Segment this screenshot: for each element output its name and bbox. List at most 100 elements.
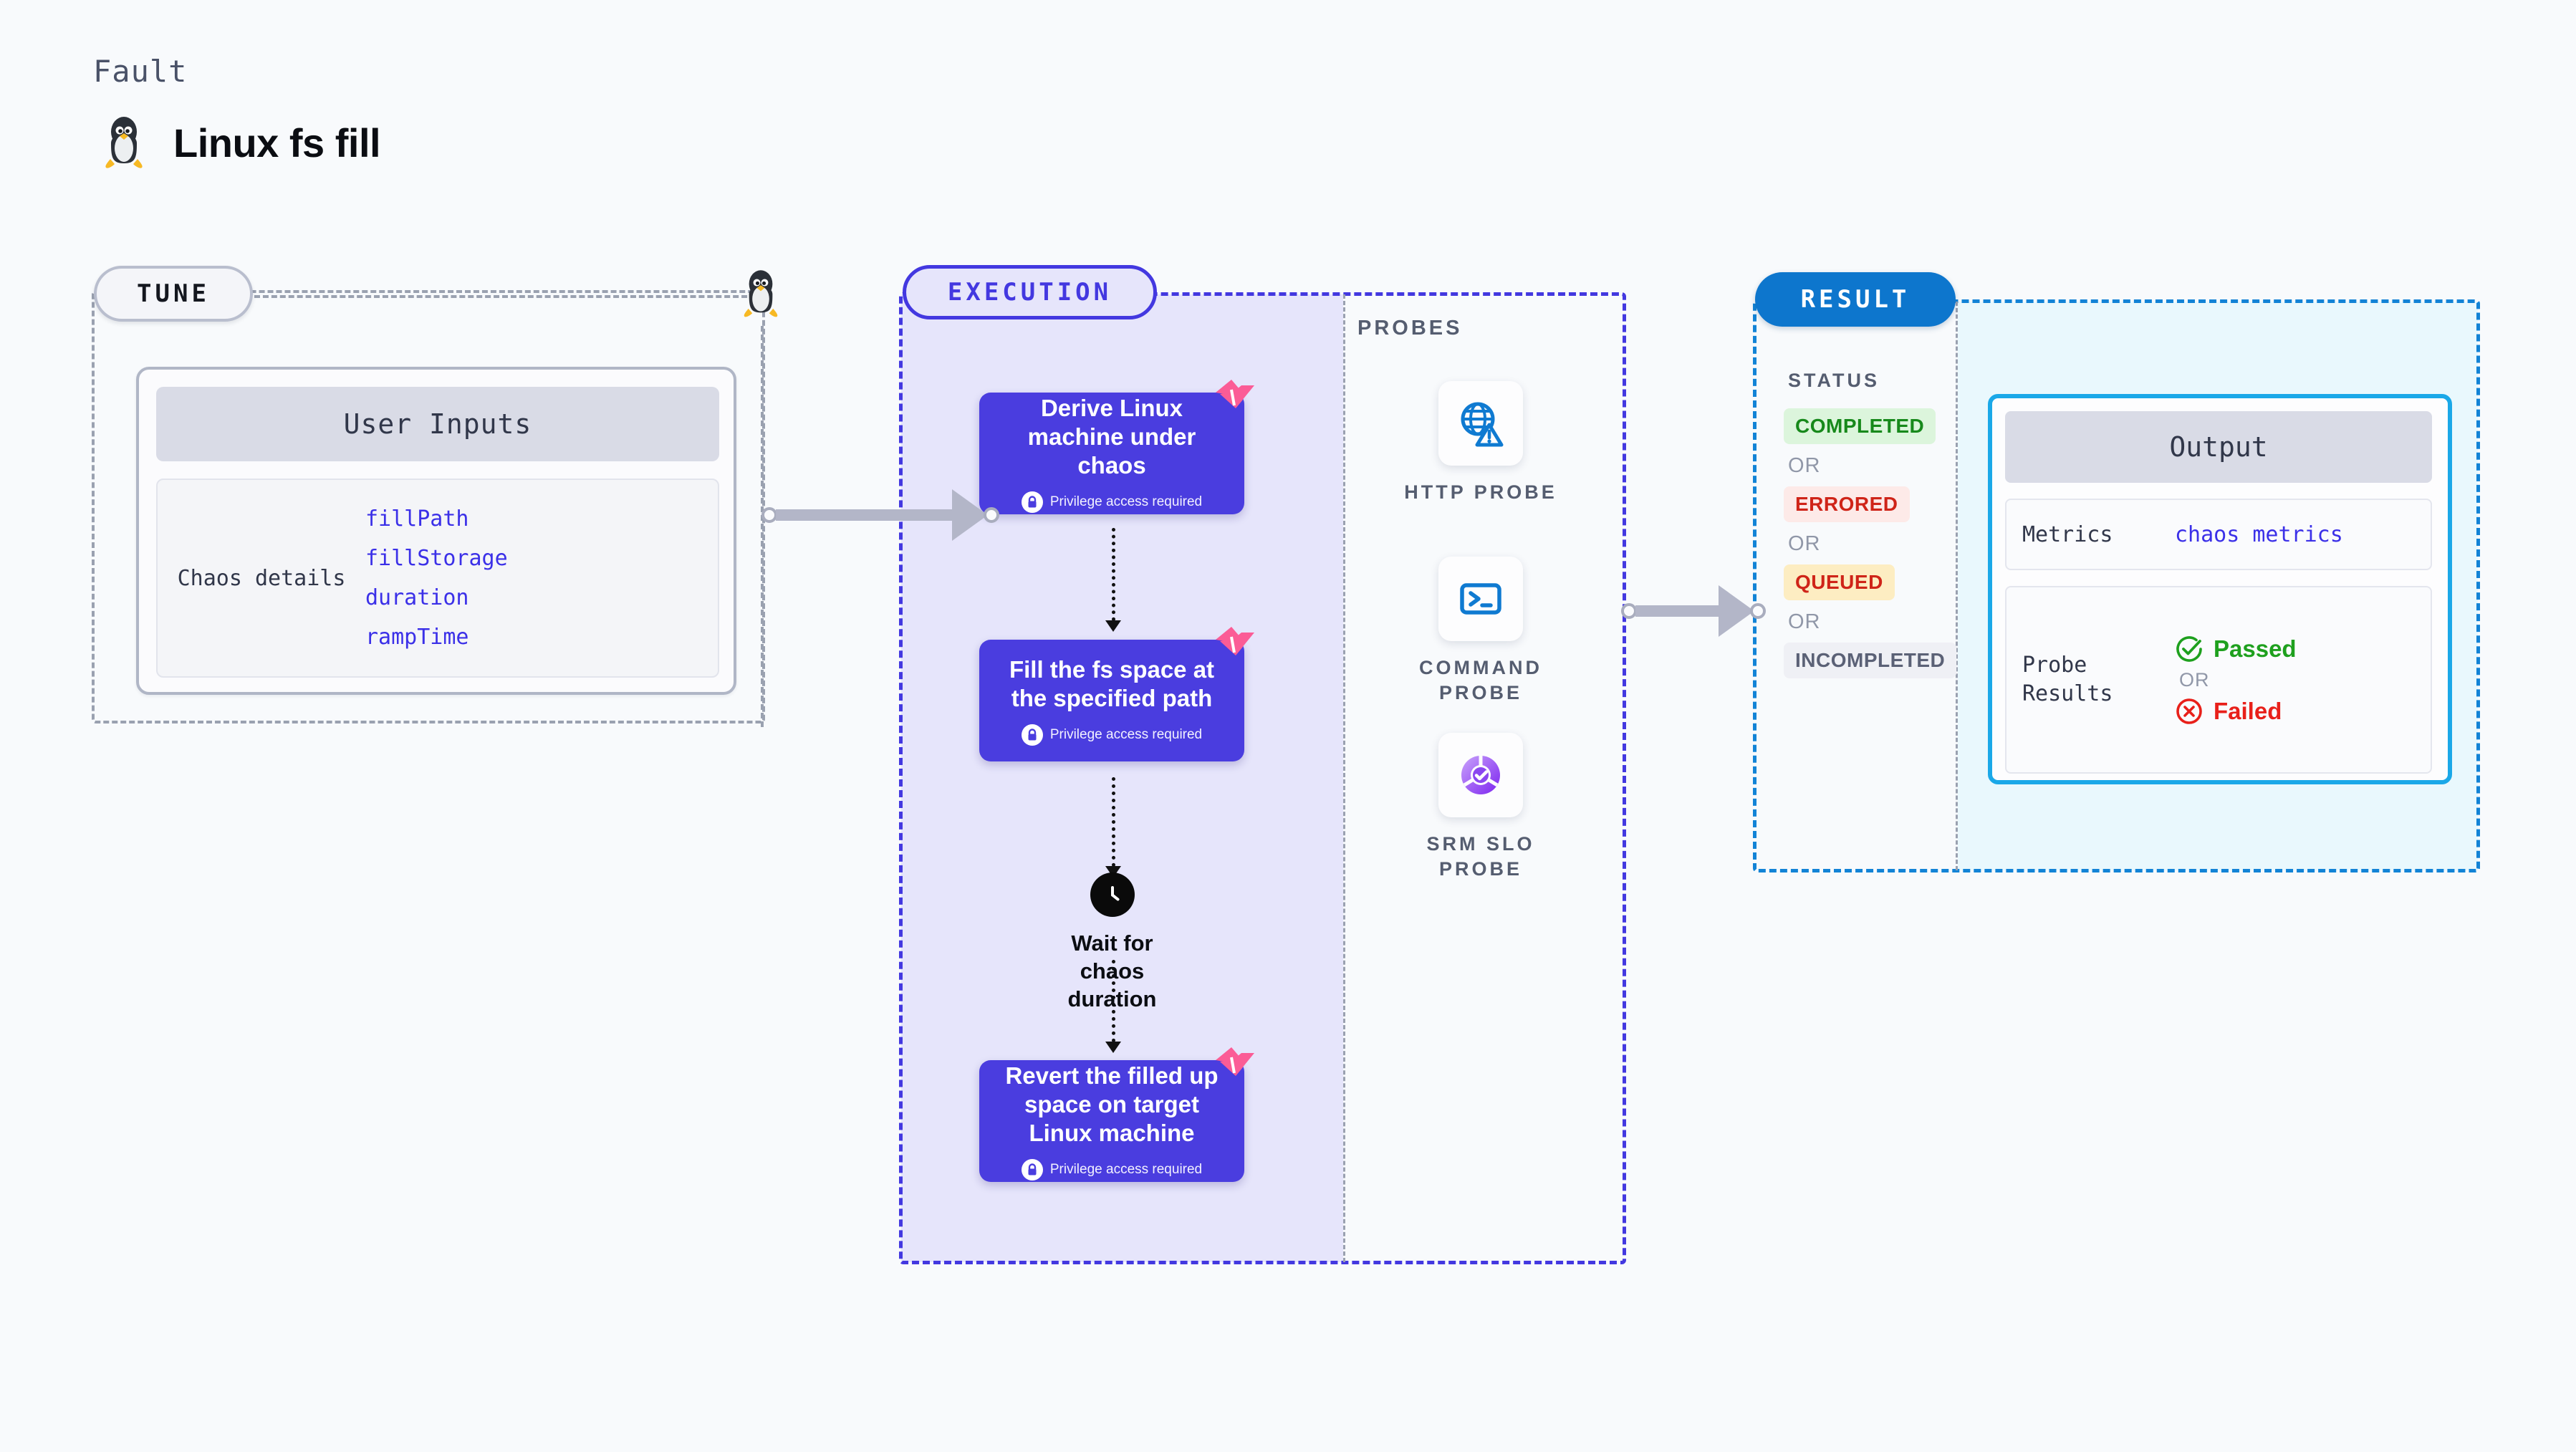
metrics-value[interactable]: chaos metrics	[2175, 521, 2343, 547]
chaos-params-list: fillPath fillStorage duration rampTime	[365, 506, 508, 650]
metrics-label: Metrics	[2022, 521, 2113, 547]
user-inputs-header: User Inputs	[156, 387, 719, 461]
privilege-badge: Privilege access required	[1021, 1159, 1203, 1181]
litmus-flag-icon	[1216, 1047, 1254, 1076]
status-or-3: OR	[1788, 610, 1821, 633]
passed-label: Passed	[2214, 635, 2297, 662]
probe-result-passed: Passed	[2175, 635, 2297, 663]
check-circle-icon	[2176, 635, 2202, 662]
result-stage-container	[1753, 299, 2480, 872]
wait-to-step-3-arrow	[1105, 960, 1121, 1053]
dotted-line	[1111, 777, 1115, 867]
wait-for-chaos-duration-node: Wait for chaos duration	[1039, 872, 1186, 1013]
step-title: Revert the filled up space on target Lin…	[1005, 1062, 1219, 1147]
slo-donut-check-icon	[1438, 733, 1523, 817]
probe-label: HTTP PROBE	[1404, 481, 1557, 503]
chaos-details-label: Chaos details	[177, 565, 346, 591]
connector-end-dot	[1750, 603, 1766, 619]
user-inputs-title: User Inputs	[343, 408, 532, 440]
status-list: COMPLETED OR ERRORED OR QUEUED OR INCOMP…	[1784, 408, 1957, 678]
probe-results-row: Probe Results Passed OR Failed	[2005, 586, 2432, 774]
fault-title-row: Linux fs fill	[100, 115, 381, 170]
connector-shaft	[1635, 605, 1721, 617]
chaos-details-block: Chaos details fillPath fillStorage durat…	[156, 479, 719, 678]
execution-step-revert-space[interactable]: Revert the filled up space on target Lin…	[979, 1047, 1254, 1182]
connector-start-dot	[761, 507, 777, 523]
tune-stage-container	[92, 290, 765, 723]
globe-warning-icon	[1438, 381, 1523, 466]
execution-step-derive-machine[interactable]: Derive Linux machine under chaos Privile…	[979, 380, 1254, 514]
execution-step-fill-fs-space[interactable]: Fill the fs space at the specified path …	[979, 627, 1254, 761]
execution-to-result-arrow	[1621, 585, 1766, 637]
wait-node-label: Wait for chaos duration	[1067, 931, 1157, 1011]
dotted-line	[1111, 960, 1115, 1042]
tune-target-dashed-line	[761, 326, 764, 727]
chaos-param-fillpath[interactable]: fillPath	[365, 506, 469, 532]
litmus-flag-icon	[1216, 627, 1254, 655]
failed-label: Failed	[2214, 697, 2282, 724]
probe-results-label: Probe Results	[2022, 652, 2113, 707]
connector-shaft	[776, 509, 955, 521]
status-badge-errored: ERRORED	[1784, 486, 1910, 522]
tune-badge-label: TUNE	[137, 279, 210, 308]
arrow-tip	[1105, 620, 1121, 632]
x-circle-icon	[2176, 698, 2202, 724]
tune-connector-dashed-line	[254, 295, 756, 298]
probe-http[interactable]: HTTP PROBE	[1398, 381, 1563, 505]
step-title: Derive Linux machine under chaos	[1027, 394, 1196, 479]
probe-result-or: OR	[2179, 668, 2210, 691]
output-header: Output	[2005, 411, 2432, 483]
status-badge-incompleted: INCOMPLETED	[1784, 643, 1957, 678]
probes-section-title: PROBES	[1357, 317, 1463, 340]
execution-probes-container	[899, 292, 1626, 1264]
connector-arrowhead	[1719, 585, 1754, 637]
lock-icon	[1021, 1159, 1043, 1181]
privilege-label: Privilege access required	[1049, 1162, 1203, 1178]
output-title: Output	[2169, 431, 2268, 463]
probe-srm-slo[interactable]: SRM SLO PROBE	[1398, 733, 1563, 882]
execution-badge-label: EXECUTION	[947, 278, 1112, 307]
status-section-title: STATUS	[1788, 370, 1880, 391]
tune-to-execution-arrow	[761, 489, 999, 541]
status-or-1: OR	[1788, 454, 1821, 477]
privilege-badge: Privilege access required	[1021, 491, 1203, 514]
result-status-divider	[1956, 302, 1958, 870]
step-2-to-wait-arrow	[1105, 777, 1121, 878]
tune-stage-badge[interactable]: TUNE	[94, 266, 253, 322]
execution-probes-divider	[1343, 294, 1345, 1262]
step-title: Fill the fs space at the specified path	[1009, 655, 1215, 711]
probe-results-values: Passed OR Failed	[2175, 635, 2297, 726]
lock-icon	[1021, 491, 1043, 514]
linux-penguin-icon	[100, 115, 148, 170]
status-badge-completed: COMPLETED	[1784, 408, 1936, 444]
page-title: Linux fs fill	[173, 120, 381, 165]
status-or-2: OR	[1788, 532, 1821, 555]
probe-label: SRM SLO PROBE	[1426, 833, 1535, 880]
arrow-tip	[1105, 1042, 1121, 1053]
privilege-label: Privilege access required	[1049, 727, 1203, 743]
litmus-flag-icon	[1216, 380, 1254, 408]
lock-icon	[1021, 724, 1043, 746]
linux-target-penguin-icon	[739, 268, 782, 319]
connector-end-dot	[984, 507, 999, 523]
connector-arrowhead	[952, 489, 988, 541]
chaos-param-duration[interactable]: duration	[365, 585, 469, 610]
clock-icon	[1090, 872, 1135, 917]
result-stage-badge[interactable]: RESULT	[1755, 272, 1956, 327]
probe-command[interactable]: COMMAND PROBE	[1398, 557, 1563, 706]
dotted-line	[1111, 528, 1115, 621]
chaos-param-ramptime[interactable]: rampTime	[365, 625, 469, 650]
execution-stage-badge[interactable]: EXECUTION	[903, 265, 1157, 319]
output-card: Output Metrics chaos metrics Probe Resul…	[1988, 394, 2452, 784]
fault-eyebrow-label: Fault	[93, 54, 188, 89]
metrics-row: Metrics chaos metrics	[2005, 499, 2432, 570]
connector-start-dot	[1621, 603, 1637, 619]
terminal-icon	[1438, 557, 1523, 641]
result-badge-label: RESULT	[1800, 285, 1911, 314]
probe-label: COMMAND PROBE	[1419, 657, 1542, 704]
privilege-label: Privilege access required	[1049, 494, 1203, 510]
chaos-param-fillstorage[interactable]: fillStorage	[365, 546, 508, 571]
probe-result-failed: Failed	[2175, 697, 2297, 726]
status-badge-queued: QUEUED	[1784, 564, 1895, 600]
user-inputs-card: User Inputs Chaos details fillPath fillS…	[136, 367, 736, 695]
